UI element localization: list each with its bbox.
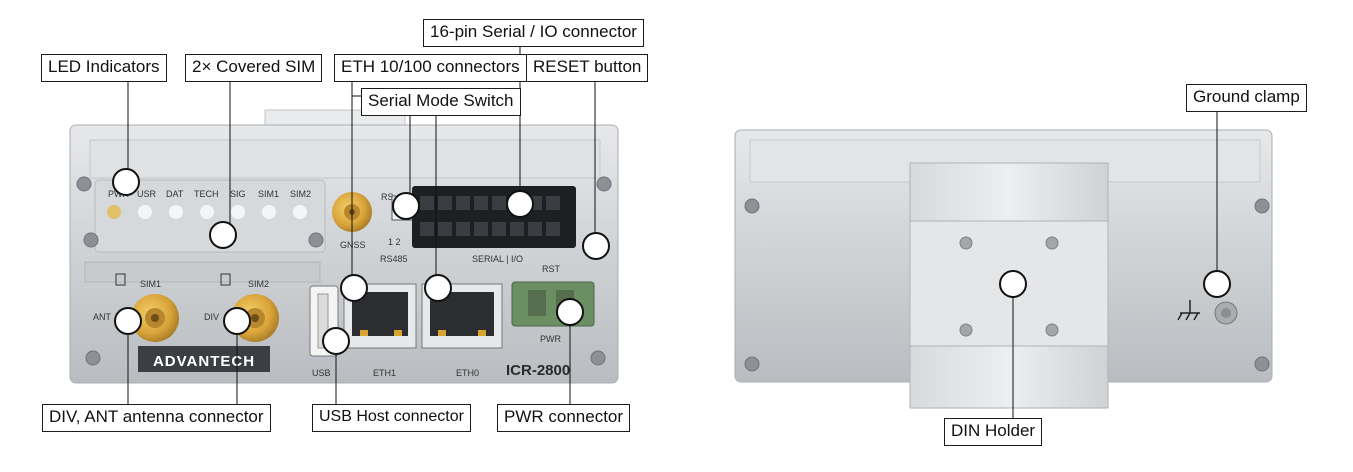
brand-logo: ADVANTECH [153, 353, 255, 370]
din-holder [909, 162, 1109, 409]
led-dat [169, 205, 183, 219]
callout-pwr-connector: PWR connector [497, 404, 631, 432]
usb-tongue [317, 293, 329, 349]
ground-symbol-icon [1177, 300, 1200, 321]
ground-clamp-screw [1214, 301, 1238, 325]
marker-ant [114, 307, 142, 335]
sim1-label: SIM1 [140, 279, 161, 289]
serial-io-label: SERIAL | I/O [472, 254, 523, 264]
marker-eth1 [340, 274, 368, 302]
switch-numbers: 1 2 [388, 237, 401, 247]
marker-ground [1203, 270, 1231, 298]
callout-serial-mode-switch: Serial Mode Switch [361, 88, 521, 116]
callout-din-holder: DIN Holder [944, 418, 1043, 446]
callout-antenna-connector: DIV, ANT antenna connector [42, 404, 271, 432]
usb-label: USB [312, 368, 331, 378]
marker-div [223, 307, 251, 335]
leader-lines [127, 46, 1218, 418]
marker-reset [582, 232, 610, 260]
sim2-label: SIM2 [248, 279, 269, 289]
led-row [107, 205, 307, 219]
callout-ground-clamp: Ground clamp [1186, 84, 1307, 112]
led-tech [200, 205, 214, 219]
marker-eth0 [424, 274, 452, 302]
marker-sim [209, 221, 237, 249]
eth1-label: ETH1 [373, 368, 396, 378]
led-label-dat: DAT [166, 189, 184, 199]
rs485-label: RS485 [380, 254, 408, 264]
sim-cover [84, 261, 321, 283]
front-view-device: PWR USR DAT TECH SIG SIM1 SIM2 SIM1 SIM2… [69, 109, 619, 384]
eth1-port [343, 283, 417, 349]
marker-serial-io [506, 190, 534, 218]
led-label-sig: SIG [230, 189, 246, 199]
brand-plate [138, 346, 270, 372]
led-pwr [107, 205, 121, 219]
marker-led [112, 168, 140, 196]
marker-din [999, 270, 1027, 298]
pwr-label: PWR [540, 334, 561, 344]
ant-label: ANT [93, 312, 112, 322]
serial-io-connector [412, 186, 576, 248]
led-sim1 [262, 205, 276, 219]
screw-icon [76, 176, 612, 366]
gnss-label: GNSS [340, 240, 366, 250]
led-sim2 [293, 205, 307, 219]
led-label-sim1: SIM1 [258, 189, 279, 199]
marker-serial-switch [392, 192, 420, 220]
led-label-tech: TECH [194, 189, 219, 199]
back-view-device [734, 129, 1273, 409]
rs-label: RS [381, 192, 394, 202]
led-sig [231, 205, 245, 219]
callout-serial-io: 16-pin Serial / IO connector [423, 19, 644, 47]
callout-eth-connectors: ETH 10/100 connectors [334, 54, 527, 82]
callout-usb-host: USB Host connector [312, 404, 471, 432]
marker-pwr [556, 298, 584, 326]
screw-icon [744, 198, 1270, 372]
div-label: DIV [204, 312, 219, 322]
eth0-label: ETH0 [456, 368, 479, 378]
led-label-usr: USR [137, 189, 157, 199]
rst-label: RST [542, 264, 561, 274]
model-name: ICR-2800 [506, 362, 570, 379]
led-label-sim2: SIM2 [290, 189, 311, 199]
sim-card-icon [220, 273, 231, 286]
callout-covered-sim: 2× Covered SIM [185, 54, 323, 82]
led-usr [138, 205, 152, 219]
top-strip [89, 139, 601, 179]
sim-card-icon [115, 273, 126, 286]
callout-led-indicators: LED Indicators [41, 54, 167, 82]
led-label-pwr: PWR [108, 189, 129, 199]
ant-connector [131, 294, 179, 342]
marker-usb [322, 327, 350, 355]
callout-reset-button: RESET button [526, 54, 649, 82]
